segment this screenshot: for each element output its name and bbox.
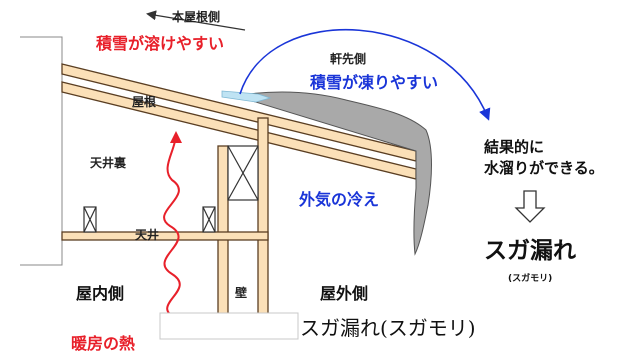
ice-dam — [235, 91, 432, 256]
label-heating-heat: 暖房の熱 — [71, 334, 136, 353]
label-roof: 屋根 — [132, 95, 157, 109]
ceiling-beam — [61, 231, 269, 241]
label-indoor-side: 屋内側 — [76, 284, 125, 303]
label-ceiling: 天井 — [135, 228, 160, 242]
label-eave-side: 軒先側 — [330, 52, 367, 66]
water-pool — [221, 90, 272, 103]
label-snow-melts-easily: 積雪が溶けやすい — [96, 34, 225, 53]
caption-box — [159, 312, 299, 340]
joist-box-left — [83, 206, 97, 233]
label-result-line2: 水溜りができる。 — [484, 159, 604, 177]
label-outside-cold: 外気の冷え — [299, 190, 380, 209]
wall-post-outer — [257, 117, 269, 315]
diagram-title-reading: (スガモリ) — [508, 274, 553, 284]
ridge-direction-arrow — [146, 10, 246, 31]
label-snow-freezes-easily: 積雪が凍りやすい — [310, 73, 439, 92]
wall-post-inner — [217, 145, 229, 315]
result-down-arrow — [514, 190, 546, 223]
heat-flow-arrow — [163, 131, 182, 319]
freeze-flow-arrow — [239, 28, 491, 121]
label-result-line1: 結果的に — [484, 138, 545, 156]
caption-text: スガ漏れ(スガモリ) — [300, 316, 476, 340]
label-outdoor-side: 屋外側 — [320, 284, 369, 303]
illustration-frame — [20, 36, 63, 266]
label-wall: 壁 — [235, 286, 248, 300]
joist-box-large — [227, 145, 259, 201]
label-roof-ridge-side: 本屋根側 — [172, 10, 221, 24]
label-attic: 天井裏 — [90, 156, 127, 170]
diagram-title: スガ漏れ — [484, 238, 576, 264]
joist-box-right — [202, 206, 216, 233]
